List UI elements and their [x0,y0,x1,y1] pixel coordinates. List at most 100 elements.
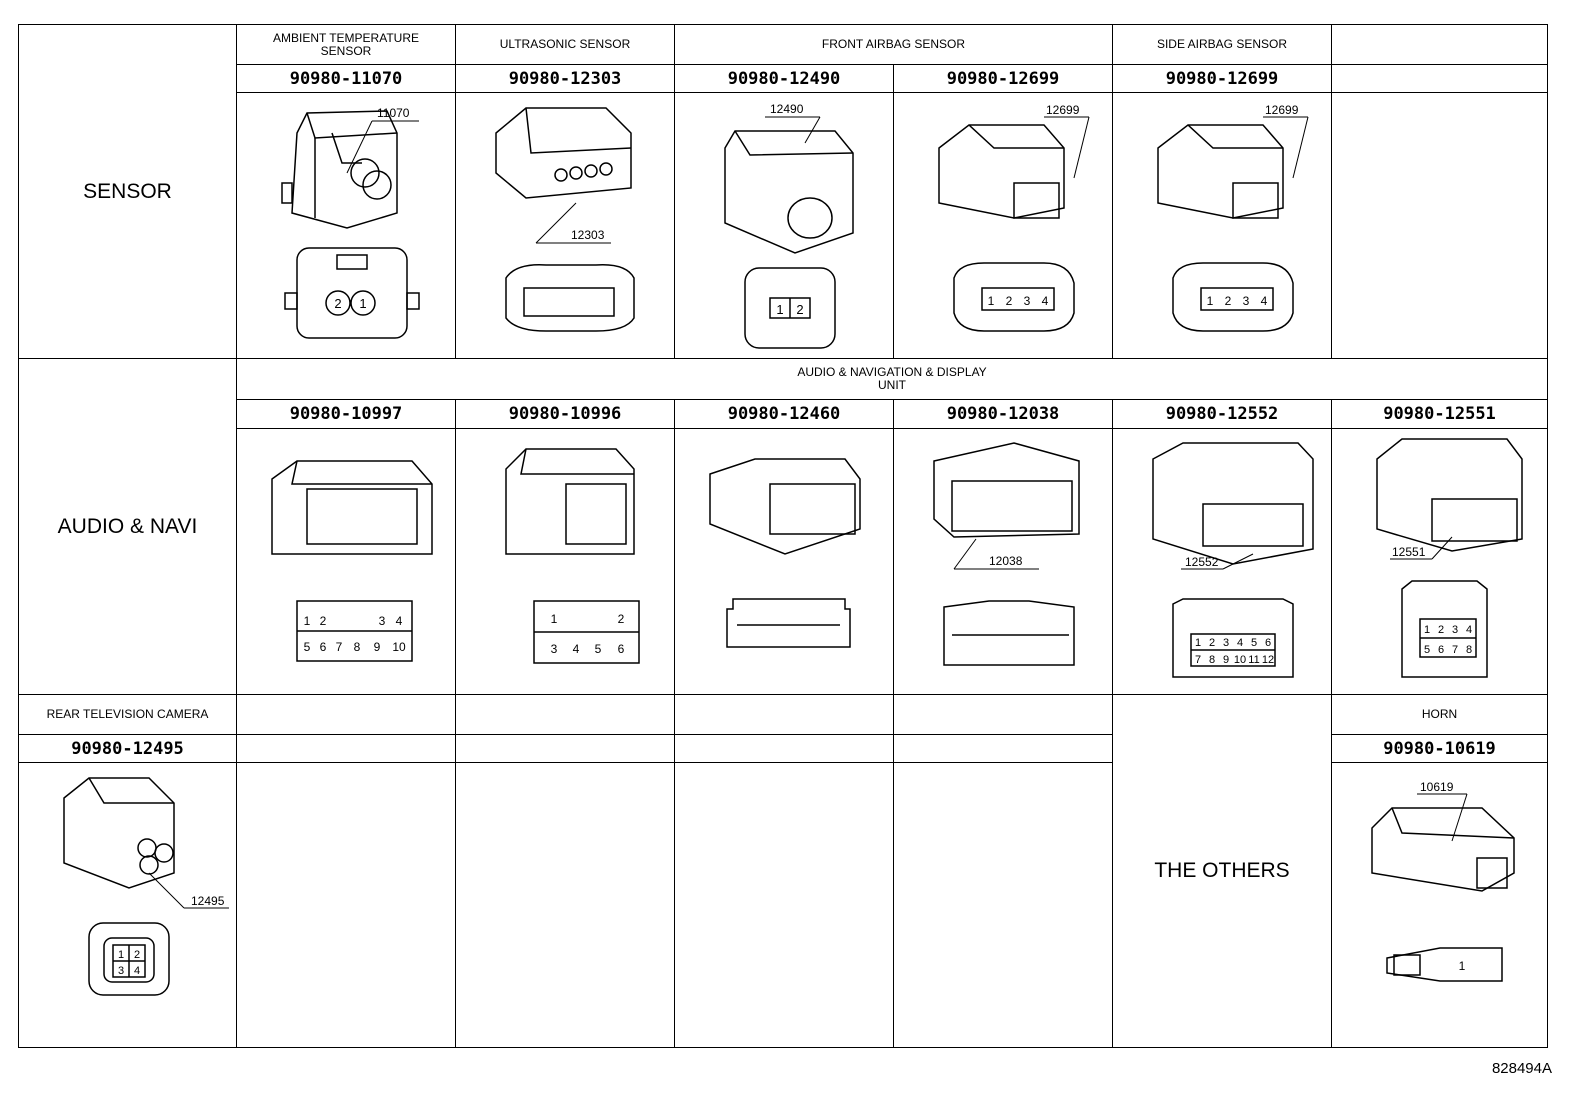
pin-label: 1 [304,614,311,628]
category-audio-navi-label: AUDIO & NAVI [57,514,198,538]
pin-label: 2 [320,614,327,628]
callout-label: 12038 [989,554,1023,568]
connector-cell: 2 1 11070 [236,92,456,359]
connector-drawing: 12490 1 2 [724,102,854,349]
connector-cell-empty [674,762,894,1048]
header-rear-camera: REAR TELEVISION CAMERA [18,694,237,735]
pin-label: 4 [1261,294,1268,308]
pin-label: 2 [618,612,625,626]
part-number: 90980-12699 [1112,64,1332,93]
pin-label: 8 [354,640,361,654]
connector-cell-empty [236,762,456,1048]
part-number: 90980-10619 [1331,734,1548,763]
connector-cell: 12699 1 2 3 4 [893,92,1113,359]
header-empty [455,694,675,735]
connector-cell: 1 2 3 4 5 6 [455,428,675,695]
pin-label: 3 [379,614,386,628]
pin-label: 7 [1195,654,1201,666]
pin-label: 11 [1248,654,1259,666]
pin-label: 2 [796,302,803,317]
pin-label: 2 [134,949,140,961]
pin-label: 3 [1223,637,1229,649]
connector-cell: 12552 1 2 3 4 5 6 7 8 9 10 11 12 [1112,428,1332,695]
pin-label: 8 [1466,644,1472,656]
pin-label: 3 [1243,294,1250,308]
pin-label: 1 [1459,959,1466,973]
pin-label: 12 [1262,654,1274,666]
connector-drawing: 12699 1 2 3 4 [938,103,1090,332]
pin-label: 1 [551,612,558,626]
callout-label: 12303 [571,228,605,242]
part-number: 90980-12460 [674,399,894,429]
part-number-empty [236,734,456,763]
part-number: 90980-11070 [236,64,456,93]
header-empty [893,694,1113,735]
connector-cell-empty [455,762,675,1048]
pin-label: 5 [1424,644,1430,656]
connector-drawing [709,458,861,648]
connector-cell-empty [893,762,1113,1048]
connector-drawing: 12303 [495,107,635,332]
connector-cell: 12490 1 2 [674,92,894,359]
part-number: 90980-12038 [893,399,1113,429]
category-others-label: THE OTHERS [1154,859,1290,882]
pin-label: 1 [1195,637,1201,649]
part-number: 90980-12303 [455,64,675,93]
pin-label: 6 [618,642,625,656]
part-number: 90980-12490 [674,64,894,93]
pin-label: 2 [1006,294,1013,308]
connector-cell: 10619 1 [1331,762,1548,1048]
pin-label: 1 [1424,624,1430,636]
pin-label: 4 [1042,294,1049,308]
pin-label: 2 [1438,624,1444,636]
pin-label: 6 [1265,637,1271,649]
pin-label: 1 [776,302,783,317]
part-number: 90980-12552 [1112,399,1332,429]
pin-label: 4 [396,614,403,628]
connector-drawing: 12552 1 2 3 4 5 6 7 8 9 10 11 12 [1152,442,1314,678]
part-number: 90980-12551 [1331,399,1548,429]
pin-label: 7 [1452,644,1458,656]
part-number-empty [1331,64,1548,93]
callout-label: 12699 [1265,103,1299,117]
pin-label: 9 [1223,654,1229,666]
part-number-empty [893,734,1113,763]
pin-label: 3 [1024,294,1031,308]
pin-label: 6 [1438,644,1444,656]
callout-label: 12495 [191,894,225,908]
header-empty [236,694,456,735]
pin-label: 4 [1466,624,1472,636]
callout-label: 10619 [1420,780,1454,794]
header-ultrasonic: ULTRASONIC SENSOR [455,24,675,65]
callout-label: 12490 [770,102,804,116]
pin-label: 8 [1209,654,1215,666]
pin-label: 6 [320,640,327,654]
part-number: 90980-12699 [893,64,1113,93]
pin-label: 10 [1234,654,1246,666]
connector-drawing: 12699 1 2 3 4 [1157,103,1309,332]
pin-label: 7 [336,640,343,654]
connector-cell: 12551 1 2 3 4 5 6 7 8 [1331,428,1548,695]
pin-label: 3 [118,965,124,977]
callout-label: 12551 [1392,545,1426,559]
connector-cell-empty [1331,92,1548,359]
connector-drawing: 2 1 11070 [281,106,420,339]
part-number: 90980-10996 [455,399,675,429]
part-number: 90980-12495 [18,734,237,763]
pin-label: 4 [134,965,140,977]
pin-label: 2 [1225,294,1232,308]
pin-label: 4 [573,642,580,656]
pin-label: 5 [595,642,602,656]
part-number: 90980-10997 [236,399,456,429]
connector-cell: 1 2 3 4 5 6 7 8 9 10 [236,428,456,695]
connector-drawing: 12038 [933,442,1080,666]
pin-label: 10 [392,640,406,654]
pin-label: 9 [374,640,381,654]
connector-drawing: 1 2 3 4 5 6 7 8 9 10 [271,460,433,662]
header-horn: HORN [1331,694,1548,735]
connector-drawing: 10619 1 [1371,780,1515,982]
connector-cell: 12495 1 2 3 4 [18,762,237,1048]
part-number-empty [455,734,675,763]
connector-drawing: 12495 1 2 3 4 [63,777,229,996]
connector-cell [674,428,894,695]
